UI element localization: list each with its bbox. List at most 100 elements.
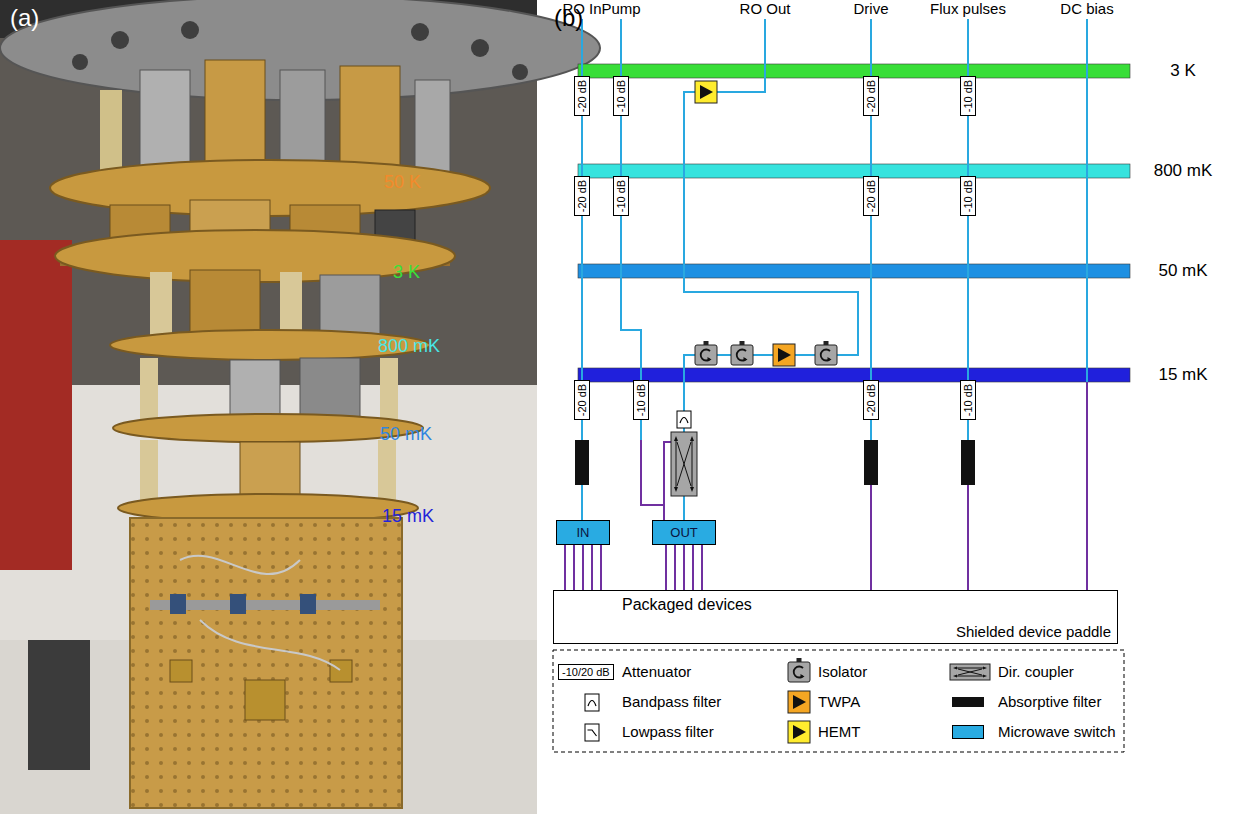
attenuation-value: -20 dB bbox=[865, 384, 877, 416]
line-label: Flux pulses bbox=[930, 0, 1006, 17]
switch-label: OUT bbox=[670, 525, 697, 540]
attenuation-value: -20 dB bbox=[576, 384, 588, 416]
stage-label: 3 K bbox=[1136, 59, 1230, 83]
connector-segment bbox=[674, 545, 676, 590]
device-label: Packaged devices bbox=[622, 596, 752, 614]
line-label: DC bias bbox=[1060, 0, 1113, 17]
connector-line bbox=[968, 216, 969, 380]
attenuator: -20 dB bbox=[574, 176, 590, 216]
temperature-stage: 800 mK bbox=[578, 159, 1230, 183]
legend-text: Dir. coupler bbox=[998, 663, 1074, 680]
attenuation-value: -20 dB bbox=[576, 180, 588, 212]
temperature-stage: 3 K bbox=[578, 59, 1230, 83]
hemt-symbol bbox=[695, 81, 717, 103]
connector-segment bbox=[581, 216, 583, 380]
attenuator: -20 dB bbox=[863, 176, 879, 216]
connector-line bbox=[582, 216, 583, 380]
connector-segment bbox=[701, 545, 703, 590]
attenuator: -20 dB bbox=[574, 76, 590, 116]
attenuator: -10 dB bbox=[613, 76, 629, 116]
connector-segment bbox=[870, 216, 872, 380]
legend-swatch bbox=[952, 697, 984, 707]
legend-text: HEMT bbox=[818, 723, 861, 740]
isolator-symbol bbox=[815, 341, 837, 365]
legend-text: Isolator bbox=[818, 663, 867, 680]
attenuator: -20 dB bbox=[863, 380, 879, 420]
legend-lowpass bbox=[585, 724, 599, 741]
connector-line bbox=[871, 216, 872, 380]
attenuation-value: -10 dB bbox=[962, 180, 974, 212]
attenuation-value: -20 dB bbox=[865, 180, 877, 212]
attenuation-value: -10 dB bbox=[635, 384, 647, 416]
connector-line bbox=[871, 116, 872, 176]
temperature-label: 15 mK bbox=[382, 506, 434, 527]
connector-line bbox=[565, 545, 601, 590]
isolator-symbol bbox=[695, 341, 717, 365]
microwave-switch: IN bbox=[556, 520, 610, 545]
legend-text: Attenuator bbox=[622, 663, 691, 680]
twpa-symbol bbox=[773, 344, 795, 366]
connector-line bbox=[582, 116, 583, 176]
connector-segment bbox=[620, 116, 622, 176]
connector-segment bbox=[573, 545, 575, 590]
attenuator: -10 dB bbox=[960, 176, 976, 216]
legend-text: Microwave switch bbox=[998, 723, 1116, 740]
attenuation-value: -10 dB bbox=[615, 80, 627, 112]
line-label: RO Out bbox=[740, 0, 791, 17]
legend-text: Absorptive filter bbox=[998, 693, 1101, 710]
connector-line bbox=[666, 545, 702, 590]
line-label: Pump bbox=[601, 0, 640, 17]
cryostat-photo bbox=[0, 0, 600, 814]
connector-segment bbox=[582, 545, 584, 590]
attenuator: -10 dB bbox=[613, 176, 629, 216]
attenuation-value: -10 dB bbox=[615, 180, 627, 212]
attenuation-value: -10 dB bbox=[962, 80, 974, 112]
line-label: RO In bbox=[562, 0, 601, 17]
legend-isolator bbox=[788, 658, 810, 682]
connector-segment bbox=[621, 216, 641, 380]
wiring bbox=[582, 19, 1087, 590]
connector-segment bbox=[665, 545, 667, 590]
connector-segment bbox=[967, 216, 969, 380]
temperature-stage: 50 mK bbox=[578, 259, 1230, 283]
legend-frame bbox=[553, 650, 1124, 752]
connector-segment bbox=[581, 116, 583, 176]
legend-twpa bbox=[788, 691, 810, 713]
stage-label: 50 mK bbox=[1136, 259, 1230, 283]
line-label: Drive bbox=[853, 0, 888, 17]
connector-line bbox=[641, 420, 664, 520]
paddle-label: Shielded device paddle bbox=[956, 623, 1111, 640]
connector-segment bbox=[600, 545, 602, 590]
attenuation-value: -20 dB bbox=[865, 80, 877, 112]
connector-segment bbox=[692, 545, 694, 590]
legend-swatch bbox=[952, 725, 984, 739]
stage-bars bbox=[578, 64, 1130, 382]
stage-label: 15 mK bbox=[1136, 363, 1230, 387]
stage-label: 800 mK bbox=[1136, 159, 1230, 183]
absorptive-filter bbox=[575, 440, 975, 485]
temperature-stage: 15 mK bbox=[578, 363, 1230, 387]
legend-coupler bbox=[950, 664, 990, 680]
bandpass-filter bbox=[677, 411, 691, 428]
attenuation-value: -20 dB bbox=[576, 80, 588, 112]
attenuator: -10 dB bbox=[960, 76, 976, 116]
connector-line bbox=[968, 116, 969, 176]
device-paddle: Packaged devicesShielded device paddle bbox=[553, 590, 1118, 644]
attenuator: -10 dB bbox=[633, 380, 649, 420]
attenuator: -20 dB bbox=[863, 76, 879, 116]
attenuator: -20 dB bbox=[574, 380, 590, 420]
legend-text: Lowpass filter bbox=[622, 723, 714, 740]
temperature-label: 3 K bbox=[393, 262, 420, 283]
connector-segment bbox=[564, 545, 566, 590]
legend-sample: -10/20 dB bbox=[558, 664, 614, 680]
attenuator: -10 dB bbox=[960, 380, 976, 420]
legend-text: Bandpass filter bbox=[622, 693, 721, 710]
temperature-label: 50 K bbox=[384, 172, 421, 193]
connector-line bbox=[621, 216, 641, 380]
directional-coupler bbox=[671, 432, 697, 496]
legend-text: TWPA bbox=[818, 693, 860, 710]
